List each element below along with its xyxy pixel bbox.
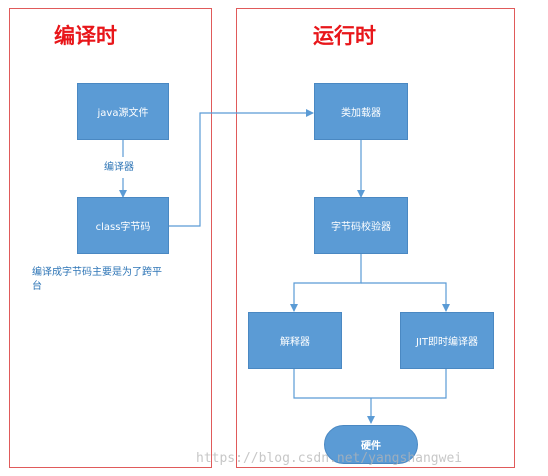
- merge-line: [293, 369, 447, 399]
- compile-time-title: 编译时: [54, 24, 117, 48]
- arrow-verifier-to-jit: [361, 282, 450, 312]
- bytecode-verifier-box: 字节码校验器: [314, 197, 408, 254]
- compiler-label: 编译器: [104, 162, 134, 173]
- class-bytecode-box: class字节码: [77, 197, 169, 254]
- cross-platform-note: 编译成字节码主要是为了跨平台: [32, 267, 162, 292]
- arrow-verifier-to-interpreter: [290, 254, 362, 312]
- watermark-text: https://blog.csdn.net/yangshangwei: [196, 451, 463, 466]
- compile-time-panel: [9, 8, 212, 468]
- hardware-terminal: 硬件: [324, 425, 418, 464]
- java-source-file-box: java源文件: [77, 83, 169, 140]
- runtime-panel: [236, 8, 515, 468]
- arrow-bytecode-to-loader: [169, 109, 314, 227]
- class-loader-box: 类加载器: [314, 83, 408, 140]
- runtime-title: 运行时: [313, 24, 376, 48]
- interpreter-box: 解释器: [248, 312, 342, 369]
- jit-compiler-box: JIT即时编译器: [400, 312, 494, 369]
